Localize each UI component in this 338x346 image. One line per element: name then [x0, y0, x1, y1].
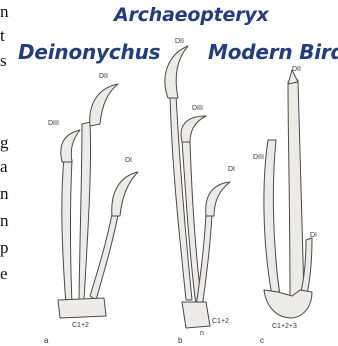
modern-bird-digit-ii — [288, 80, 304, 298]
archaeopteryx-hand — [165, 46, 230, 328]
archaeopteryx-carpal — [182, 302, 210, 328]
label-modern-bird-di: DI — [310, 232, 317, 239]
label-modern-bird-dii: DII — [292, 66, 301, 73]
archaeopteryx-diii-claw — [181, 116, 206, 142]
deinonychus-carpal — [58, 298, 106, 318]
label-archaeopteryx-di: DI — [228, 166, 235, 173]
label-archaeopteryx-diii: DIII — [192, 105, 203, 112]
deinonychus-hand — [58, 84, 138, 318]
label-modern-bird-diii: DIII — [253, 154, 264, 161]
label-deinonychus-carpal: C1+2 — [72, 322, 89, 329]
label-modern-bird-carpal: C1+2+3 — [272, 323, 297, 330]
modern-bird-hand — [264, 70, 312, 318]
modern-bird-digit-iii — [264, 140, 280, 296]
label-archaeopteryx-dii: DII — [175, 38, 184, 45]
deinonychus-digit-i — [90, 214, 118, 300]
label-deinonychus-di: DI — [125, 157, 132, 164]
deinonychus-dii-claw — [90, 84, 118, 126]
deinonychus-diii-claw — [61, 130, 80, 162]
archaeopteryx-digit-i — [196, 214, 212, 308]
label-deinonychus-diii: DIII — [48, 120, 59, 127]
panel-label-c: c — [260, 336, 264, 345]
label-archaeopteryx-carpal: C1+2 — [212, 318, 229, 325]
label-archaeopteryx-n: n — [200, 330, 204, 337]
modern-bird-carpometacarpus — [264, 290, 312, 318]
panel-label-a: a — [44, 336, 48, 345]
deinonychus-di-claw — [112, 172, 138, 216]
deinonychus-digit-ii — [79, 122, 91, 300]
label-deinonychus-dii: DII — [99, 73, 108, 80]
panel-label-b: b — [178, 336, 182, 345]
archaeopteryx-dii-claw — [165, 46, 188, 98]
deinonychus-digit-iii — [62, 158, 72, 305]
archaeopteryx-di-claw — [206, 182, 230, 216]
